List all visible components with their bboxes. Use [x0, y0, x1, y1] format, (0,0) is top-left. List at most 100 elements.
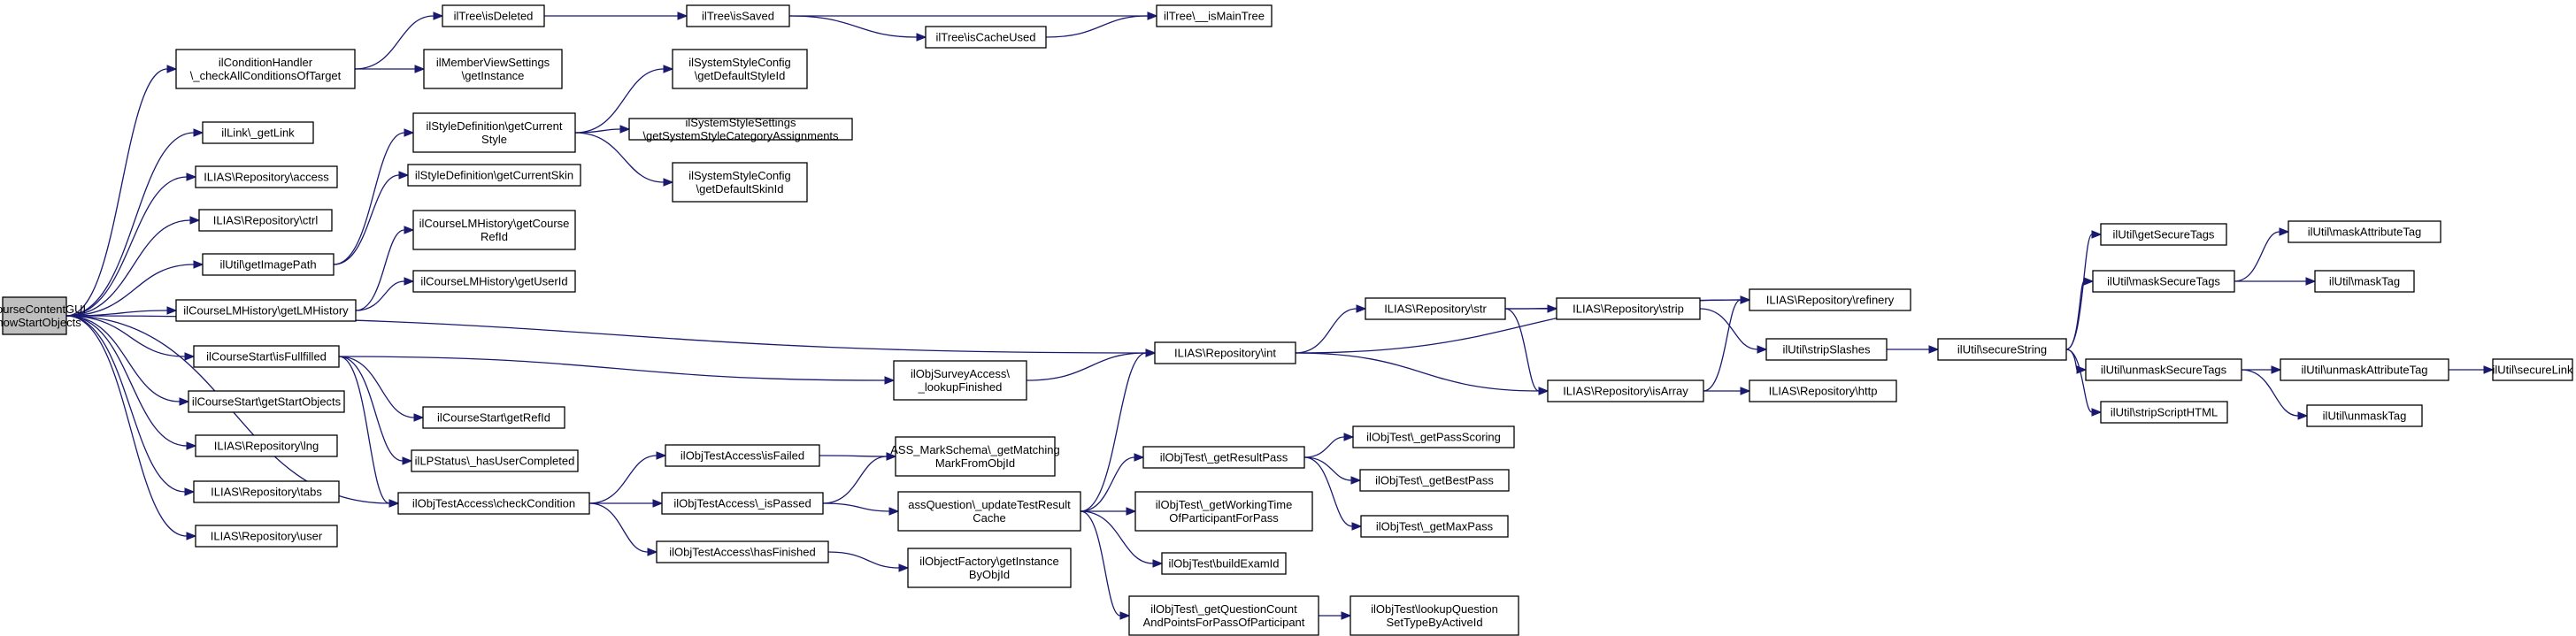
node-lng[interactable]: ILIAS\Repository\lng [195, 434, 338, 457]
node-is-saved[interactable]: ilTree\isSaved [686, 4, 790, 27]
node-get-pass-scoring[interactable]: ilObjTest\_getPassScoring [1352, 425, 1515, 448]
arrowhead-icon [179, 397, 190, 406]
node-build-exam-id[interactable]: ilObjTest\buildExamId [1161, 552, 1287, 575]
node-box [1156, 4, 1273, 27]
node-def-style-id[interactable]: ilSystemStyleConfig\getDefaultStyleId [672, 49, 808, 89]
node-box [2092, 270, 2235, 293]
node-get-link[interactable]: ilLink\_getLink [202, 121, 314, 144]
node-get-working-time[interactable]: ilObjTest\_getWorkingTimeOfParticipantFo… [1134, 491, 1313, 532]
node-lookup-finished[interactable]: ilObjSurveyAccess\_lookupFinished [893, 360, 1027, 401]
node-user[interactable]: ILIAS\Repository\user [195, 525, 338, 548]
edge-line [588, 502, 649, 553]
edge-get-image-path-to-get-current-skin [333, 171, 410, 265]
node-get-result-pass[interactable]: ilObjTest\_getResultPass [1142, 446, 1305, 469]
arrowhead-icon [404, 226, 415, 234]
node-label: _lookupFinished [918, 380, 1003, 394]
node-access[interactable]: ILIAS\Repository\access [195, 165, 338, 188]
node-refinery[interactable]: ILIAS\Repository\refinery [1749, 288, 1911, 311]
node-label: ilCourseStart\isFullfilled [206, 350, 327, 364]
node-str[interactable]: ILIAS\Repository\str [1365, 297, 1506, 320]
node-tabs[interactable]: ILIAS\Repository\tabs [193, 480, 340, 503]
node-mask-secure-tags[interactable]: ilUtil\maskSecureTags [2092, 270, 2235, 293]
node-is-failed[interactable]: ilObjTestAccess\isFailed [665, 444, 820, 467]
node-check-condition[interactable]: ilObjTestAccess\checkCondition [397, 492, 590, 515]
node-mask-tag[interactable]: ilUtil\maskTag [2314, 270, 2415, 293]
edge-line [1045, 15, 1149, 38]
node-box [2, 296, 67, 335]
node-label: ilObjectFactory\getInstance [919, 555, 1059, 568]
arrowhead-icon [898, 563, 910, 572]
node-root[interactable]: ilCourseContentGUI\showStartObjects [0, 296, 86, 335]
node-label: AndPointsForPassOfParticipant [1143, 616, 1305, 629]
edge-line [65, 132, 195, 317]
node-sys-cat-assign[interactable]: ilSystemStyleSettings\getSystemStyleCate… [628, 116, 853, 142]
edge-line [574, 68, 665, 134]
node-is-deleted[interactable]: ilTree\isDeleted [442, 4, 545, 27]
node-label: ILIAS\Repository\tabs [211, 486, 322, 499]
node-cond[interactable]: ilConditionHandler\_checkAllConditionsOf… [175, 49, 356, 89]
node-get-question-count[interactable]: ilObjTest\_getQuestionCountAndPointsForP… [1128, 595, 1319, 636]
node-get-user-id[interactable]: ilCourseLMHistory\getUserId [412, 270, 576, 293]
node-is-array[interactable]: ILIAS\Repository\isArray [1547, 379, 1704, 402]
node-get-image-path[interactable]: ilUtil\getImagePath [202, 253, 334, 276]
edge-line [338, 356, 404, 462]
arrowhead-icon [1740, 387, 1751, 395]
node-mask-attribute-tag[interactable]: ilUtil\maskAttributeTag [2288, 220, 2441, 243]
node-http[interactable]: ILIAS\Repository\http [1749, 379, 1897, 402]
node-is-main-tree[interactable]: ilTree\__isMainTree [1156, 4, 1273, 27]
node-box [1128, 595, 1319, 636]
node-strip[interactable]: ILIAS\Repository\strip [1556, 297, 1701, 320]
edge-root-to-get-link [65, 128, 204, 317]
node-label: ilObjSurveyAccess\ [911, 367, 1010, 380]
node-get-ref-id[interactable]: ilCourseStart\getRefId [422, 406, 565, 429]
edge-line [355, 280, 405, 311]
arrowhead-icon [186, 172, 197, 181]
node-unmask-secure-tags[interactable]: ilUtil\unmaskSecureTags [2085, 358, 2242, 381]
node-secure-string[interactable]: ilUtil\secureString [1937, 338, 2067, 361]
node-label: \getInstance [462, 69, 525, 82]
node-member-view[interactable]: ilMemberViewSettings\getInstance [423, 49, 563, 89]
node-box [202, 253, 334, 276]
node-box [1749, 379, 1897, 402]
node-secure-link[interactable]: ilUtil\secureLink [2492, 358, 2573, 381]
node-lookup-question-set-type[interactable]: ilObjTest\lookupQuestionSetTypeByActiveI… [1350, 595, 1519, 636]
node-unmask-tag[interactable]: ilUtil\unmaskTag [2306, 404, 2423, 427]
node-box [1765, 338, 1888, 361]
edge-line [1026, 352, 1147, 381]
edge-update-test-result-to-get-result-pass [1080, 453, 1145, 512]
node-strip-slashes[interactable]: ilUtil\stripSlashes [1765, 338, 1888, 361]
node-is-passed[interactable]: ilObjTestAccess\_isPassed [661, 492, 824, 515]
node-get-current-skin[interactable]: ilStyleDefinition\getCurrentSkin [407, 164, 581, 187]
node-is-cache-used[interactable]: ilTree\isCacheUsed [925, 26, 1047, 49]
node-int[interactable]: ILIAS\Repository\int [1154, 341, 1296, 364]
edge-get-image-path-to-get-current-style [333, 128, 415, 265]
edge-line [574, 128, 621, 134]
node-get-max-pass[interactable]: ilObjTest\_getMaxPass [1360, 515, 1509, 538]
arrowhead-icon [2279, 227, 2290, 236]
node-get-start-objects[interactable]: ilCourseStart\getStartObjects [188, 390, 345, 413]
node-box [1350, 595, 1519, 636]
edge-line [1080, 456, 1135, 512]
node-ctrl[interactable]: ILIAS\Repository\ctrl [198, 209, 333, 232]
node-unmask-attribute-tag[interactable]: ilUtil\unmaskAttributeTag [2280, 358, 2449, 381]
edge-has-finished-to-get-instance-by-obj-id [827, 551, 910, 572]
arrowhead-icon [884, 376, 896, 385]
node-has-user-completed[interactable]: ilLPStatus\_hasUserCompleted [411, 449, 579, 472]
node-is-fullfilled[interactable]: ilCourseStart\isFullfilled [193, 345, 340, 368]
node-strip-script-h-t-m-l[interactable]: ilUtil\stripScriptHTML [2100, 401, 2228, 424]
edge-root-to-access [65, 172, 197, 317]
arrowhead-icon [186, 532, 197, 540]
node-get-l-m-history[interactable]: ilCourseLMHistory\getLMHistory [175, 299, 357, 322]
node-has-finished[interactable]: ilObjTestAccess\hasFinished [656, 540, 829, 563]
edge-line [65, 264, 195, 317]
edge-line [588, 455, 657, 504]
arrowhead-icon [402, 456, 413, 465]
node-get-best-pass[interactable]: ilObjTest\_getBestPass [1359, 469, 1510, 492]
node-get-secure-tags[interactable]: ilUtil\getSecureTags [2100, 223, 2227, 246]
node-def-skin-id[interactable]: ilSystemStyleConfig\getDefaultSkinId [672, 162, 808, 203]
